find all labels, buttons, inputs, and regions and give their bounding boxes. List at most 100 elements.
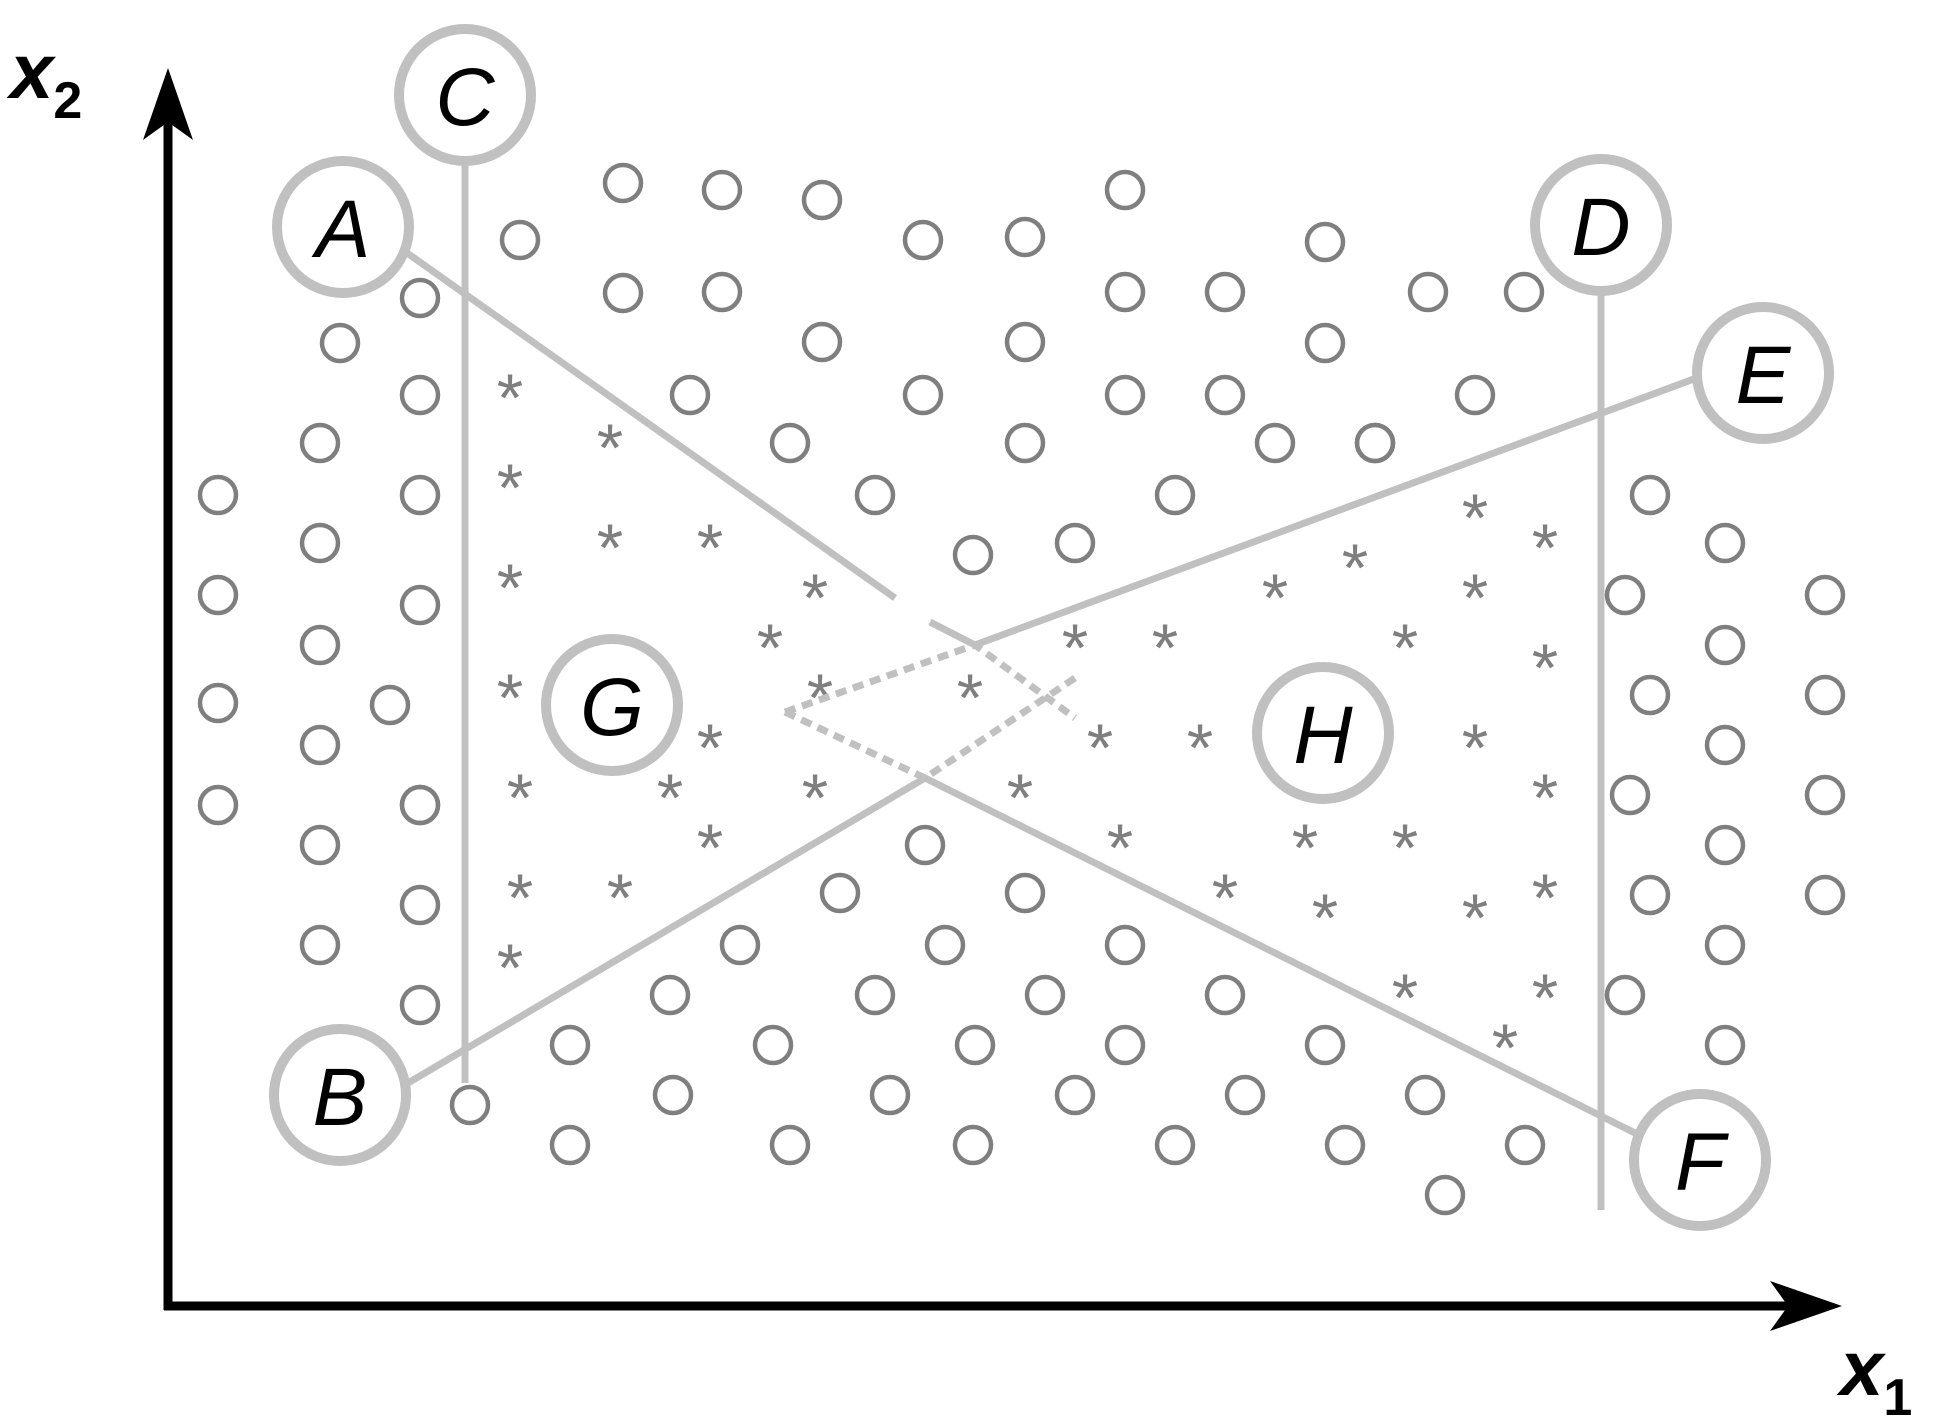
circle-point	[549, 1024, 591, 1066]
circle-point	[299, 422, 341, 464]
star-point: *	[802, 560, 828, 636]
circle-point	[197, 474, 239, 516]
circle-point	[1804, 874, 1846, 916]
node-b-label: B	[313, 1052, 368, 1143]
circle-point	[1154, 1124, 1196, 1166]
line-b	[406, 774, 927, 1087]
star-point: *	[1532, 630, 1558, 706]
circle-point	[549, 1124, 591, 1166]
line-a	[397, 245, 898, 601]
circle-point	[399, 784, 441, 826]
circle-point	[449, 1084, 491, 1126]
node-h: H	[1252, 662, 1394, 804]
star-point: *	[1292, 810, 1318, 886]
circle-point	[1104, 271, 1146, 313]
circle-point	[197, 682, 239, 724]
circle-point	[869, 1074, 911, 1116]
circle-point	[1054, 1074, 1096, 1116]
circle-point	[719, 924, 761, 966]
star-point: *	[697, 710, 723, 786]
star-point: *	[1462, 480, 1488, 556]
star-point: *	[507, 760, 533, 836]
node-b: B	[269, 1024, 411, 1166]
star-point: *	[507, 860, 533, 936]
circle-point	[902, 219, 944, 261]
line-f	[923, 774, 1657, 1147]
circle-point	[399, 374, 441, 416]
circle-point	[1704, 924, 1746, 966]
circle-point	[1104, 374, 1146, 416]
circle-point	[819, 872, 861, 914]
star-point: *	[1262, 560, 1288, 636]
circle-point	[1204, 974, 1246, 1016]
star-class-points: ****************************************…	[497, 360, 1558, 1086]
star-point: *	[497, 660, 523, 736]
node-a-ring	[272, 156, 414, 298]
star-point: *	[1087, 710, 1113, 786]
star-point: *	[697, 510, 723, 586]
circle-point	[1024, 974, 1066, 1016]
node-e: E	[1692, 302, 1834, 444]
circle-point	[1629, 674, 1671, 716]
circle-point	[1503, 271, 1545, 313]
circle-point	[602, 162, 644, 204]
star-point: *	[802, 760, 828, 836]
circle-point	[1324, 1124, 1366, 1166]
circle-point	[1407, 271, 1449, 313]
nodes: A B C D E F G H	[269, 24, 1834, 1231]
node-c-label: C	[435, 52, 495, 143]
circle-point	[1704, 624, 1746, 666]
star-point: *	[1532, 760, 1558, 836]
star-point: *	[1532, 860, 1558, 936]
node-d-ring	[1530, 154, 1672, 296]
node-e-ring	[1692, 302, 1834, 444]
circle-point	[1304, 322, 1346, 364]
circle-point	[1354, 422, 1396, 464]
circle-point	[1704, 522, 1746, 564]
circle-point	[399, 277, 441, 319]
star-point: *	[597, 410, 623, 486]
circle-point	[904, 824, 946, 866]
line-e	[973, 369, 1712, 649]
circle-point	[197, 784, 239, 826]
star-point: *	[1187, 710, 1213, 786]
circle-class-points	[197, 162, 1846, 1216]
star-point: *	[1342, 530, 1368, 606]
circle-point	[499, 219, 541, 261]
circle-point	[769, 1124, 811, 1166]
circle-point	[1104, 169, 1146, 211]
star-point: *	[1152, 610, 1178, 686]
circle-point	[854, 474, 896, 516]
circle-point	[1504, 1124, 1546, 1166]
circle-point	[1704, 824, 1746, 866]
node-d-label: D	[1571, 182, 1630, 273]
circle-point	[701, 169, 743, 211]
star-point: *	[957, 660, 983, 736]
circle-point	[1704, 1024, 1746, 1066]
circle-point	[1804, 574, 1846, 616]
dashed-boundary-lower	[783, 675, 1077, 783]
circle-point	[399, 584, 441, 626]
circle-point	[801, 321, 843, 363]
star-point: *	[697, 810, 723, 886]
circle-point	[801, 179, 843, 221]
circle-point	[1629, 474, 1671, 516]
node-h-ring	[1252, 662, 1394, 804]
circle-point	[1224, 1074, 1266, 1116]
circle-point	[319, 322, 361, 364]
circle-point	[399, 474, 441, 516]
circle-point	[752, 1024, 794, 1066]
circle-point	[1304, 221, 1346, 263]
node-c: C	[394, 24, 536, 166]
circle-point	[1004, 216, 1046, 258]
node-g-label: G	[580, 662, 644, 753]
star-point: *	[607, 860, 633, 936]
circle-point	[399, 884, 441, 926]
circle-point	[299, 522, 341, 564]
node-e-label: E	[1736, 330, 1792, 421]
axes: x2 x1	[6, 27, 1912, 1419]
circle-point	[652, 1074, 694, 1116]
x2-axis-label: x2	[6, 27, 82, 130]
decision-lines	[397, 160, 1712, 1210]
